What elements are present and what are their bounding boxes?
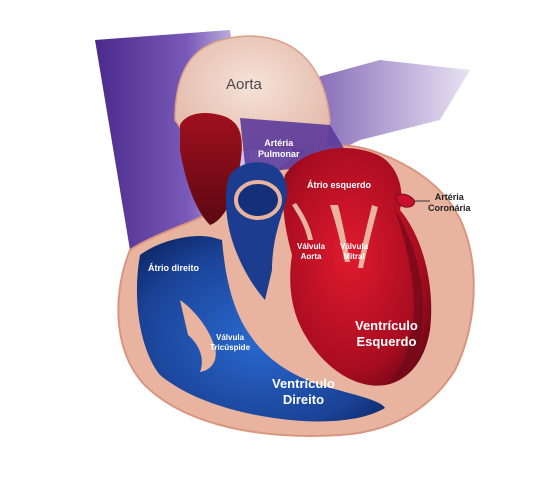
coronary-artery — [395, 193, 415, 208]
label-arteria-coronaria: Artéria Coronária — [428, 192, 471, 213]
left-chambers — [282, 147, 432, 386]
label-atrio-direito: Átrio direito — [148, 263, 199, 273]
mitral-valve — [330, 205, 378, 268]
label-valvula-mitral: Válvula Mitral — [340, 242, 369, 261]
interventricular-septum — [257, 230, 365, 409]
label-ventriculo-esquerdo: Ventrículo Esquerdo — [355, 318, 418, 349]
label-valvula-tricuspide: Válvula Tricúspide — [210, 333, 251, 352]
tricuspid-tissue — [180, 300, 216, 372]
left-ventricle-shadow — [388, 210, 423, 384]
label-atrio-esquerdo: Átrio esquerdo — [307, 180, 372, 190]
label-aorta: Aorta — [226, 76, 262, 93]
label-ventriculo-direito: Ventrículo Direito — [272, 376, 335, 407]
label-arteria-pulmonar: Artéria Pulmonar — [258, 138, 300, 159]
label-valvula-aorta: Válvula Aorta — [297, 242, 326, 261]
right-chambers — [136, 235, 385, 422]
aortic-valve — [292, 203, 313, 240]
pulmonary-valve — [234, 180, 282, 220]
